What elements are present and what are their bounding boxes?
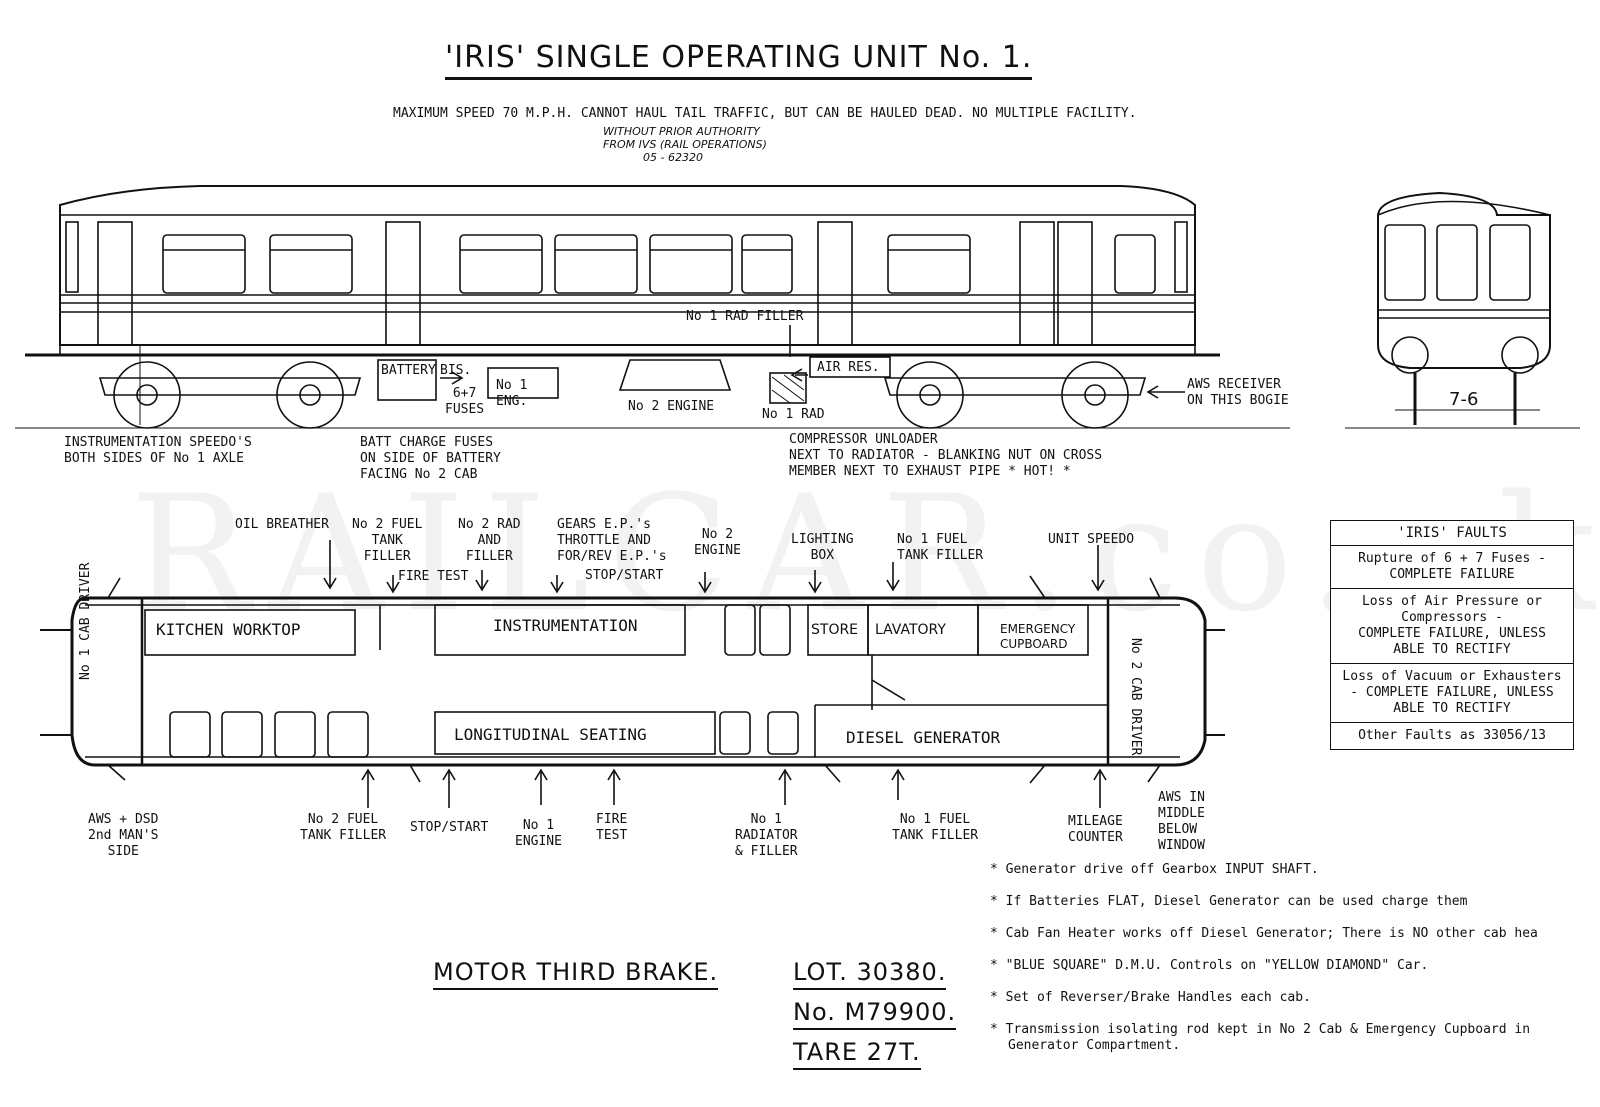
handwritten-line: FROM IVS (RAIL OPERATIONS) [603,138,767,151]
stop-start-bottom-label: STOP/START [410,820,489,835]
lavatory-label: LAVATORY [875,622,946,638]
oil-breather-label: OIL BREATHER [235,517,329,532]
vehicle-number: No. M79900. [793,998,957,1030]
no2-cab-label: No 2 CAB DRIVER [1128,638,1143,756]
fault-row: Loss of Vacuum or Exhausters- COMPLETE F… [1331,663,1573,722]
store-label: STORE [811,622,859,638]
air-res-label: AIR RES. [817,360,880,375]
gauge-label: 7-6 [1449,389,1479,410]
note-item: * Set of Reverser/Brake Handles each cab… [990,990,1311,1005]
page-title: 'IRIS' SINGLE OPERATING UNIT No. 1. [445,40,1033,80]
note-item: * Cab Fan Heater works off Diesel Genera… [990,926,1538,941]
faults-heading: 'IRIS' FAULTS [1397,525,1507,541]
instrumentation-label: INSTRUMENTATION [493,616,638,635]
handwritten-note: WITHOUT PRIOR AUTHORITY FROM IVS (RAIL O… [603,125,767,164]
fire-test-top-label: FIRE TEST [398,569,469,584]
no2-engine-side-label: No 2 ENGINE [628,399,715,414]
bis-label: BIS. [440,363,472,378]
no1-rad-label: No 1 RAD [762,407,825,422]
note-item: * Generator drive off Gearbox INPUT SHAF… [990,862,1319,877]
plan-top-arrows [323,540,1105,594]
note-item: * "BLUE SQUARE" D.M.U. Controls on "YELL… [990,958,1429,973]
plan-bottom-arrows [361,768,1107,808]
diesel-generator-label: DIESEL GENERATOR [846,728,1001,747]
no1-cab-label: No 1 CAB DRIVER [78,562,93,680]
fault-row: Rupture of 6 + 7 Fuses -COMPLETE FAILURE [1331,545,1573,588]
lot-number: LOT. 30380. [793,958,947,990]
kitchen-label: KITCHEN WORKTOP [156,620,301,639]
note-item: * Transmission isolating rod kept in No … [990,1022,1531,1037]
tare-weight: TARE 27T. [793,1038,921,1070]
longitudinal-seating-label: LONGITUDINAL SEATING [454,725,647,744]
faults-table: 'IRIS' FAULTS Rupture of 6 + 7 Fuses -CO… [1330,520,1574,750]
notes-list: * Generator drive off Gearbox INPUT SHAF… [990,862,1590,1070]
rad-filler-label: No 1 RAD FILLER [686,309,804,324]
note-item-cont: Generator Compartment. [1008,1038,1181,1053]
unit-speedo-label: UNIT SPEEDO [1048,532,1135,547]
handwritten-line: WITHOUT PRIOR AUTHORITY [603,125,760,138]
plan-view [40,345,1225,808]
note-item: * If Batteries FLAT, Diesel Generator ca… [990,894,1468,909]
battery-label: BATTERY [381,363,436,378]
end-elevation [1345,191,1580,429]
subtitle: MAXIMUM SPEED 70 M.P.H. CANNOT HAUL TAIL… [393,106,1137,121]
coach-type: MOTOR THIRD BRAKE. [433,958,719,990]
handwritten-line: 05 - 62320 [643,151,703,164]
stop-start-top-label: STOP/START [585,568,664,583]
fault-row: Other Faults as 33056/13 [1331,722,1573,749]
side-elevation [15,185,1290,429]
